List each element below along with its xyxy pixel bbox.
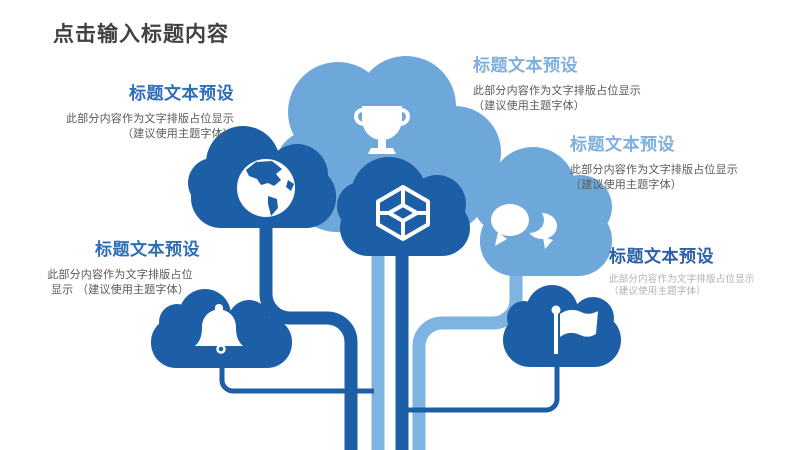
cube-cloud[interactable] [337, 157, 470, 256]
label-bottom-right-title[interactable]: 标题文本预设 [609, 247, 714, 267]
label-bottom-right[interactable]: 标题文本预设 此部分内容作为文字排版占位显示 （建议使用主题字体） [609, 247, 755, 299]
label-top-right-line2: （建议使用主题字体） [473, 98, 585, 112]
label-top-left-line2: （建议使用主题字体） [122, 126, 234, 140]
label-right-middle-line2: （建议使用主题字体） [570, 177, 682, 191]
bell-icon [195, 304, 243, 354]
trophy-icon [354, 106, 410, 154]
label-top-left-line1: 此部分内容作为文字排版占位显示 [66, 111, 234, 125]
bell-cloud-branch [219, 348, 374, 394]
label-top-left-title[interactable]: 标题文本预设 [129, 84, 234, 104]
flag-icon [551, 305, 598, 354]
globe-cloud[interactable] [188, 126, 336, 228]
label-bottom-right-line2: （建议使用主题字体） [609, 286, 707, 298]
cube-icon [376, 185, 430, 241]
label-right-middle-line1: 此部分内容作为文字排版占位显示 [570, 162, 738, 176]
chat-cloud[interactable] [474, 147, 612, 276]
chat-cloud-stem [412, 250, 523, 450]
label-bottom-right-line1: 此部分内容作为文字排版占位显示 [609, 273, 755, 285]
label-right-middle[interactable]: 标题文本预设 此部分内容作为文字排版占位显示 （建议使用主题字体） [570, 135, 738, 192]
bell-cloud[interactable] [151, 289, 292, 368]
label-bottom-left-title[interactable]: 标题文本预设 [95, 240, 200, 260]
flag-cloud[interactable] [503, 285, 621, 367]
label-top-right[interactable]: 标题文本预设 此部分内容作为文字排版占位显示 （建议使用主题字体） [473, 56, 641, 113]
label-right-middle-title[interactable]: 标题文本预设 [570, 135, 675, 155]
label-top-right-title[interactable]: 标题文本预设 [473, 56, 578, 76]
label-top-right-line1: 此部分内容作为文字排版占位显示 [473, 83, 641, 97]
globe-cloud-stem [259, 200, 358, 450]
globe-icon [237, 159, 295, 217]
label-bottom-left-line1: 此部分内容作为文字排版占位 [47, 267, 193, 281]
label-bottom-left[interactable]: 标题文本预设 此部分内容作为文字排版占位 显示 （建议使用主题字体） [40, 240, 200, 297]
slide-title[interactable]: 点击输入标题内容 [53, 22, 229, 46]
chat-bubbles-icon [491, 204, 557, 249]
flag-cloud-branch [402, 348, 560, 413]
label-bottom-left-line2: 显示 （建议使用主题字体） [50, 282, 190, 296]
label-top-left[interactable]: 标题文本预设 此部分内容作为文字排版占位显示 （建议使用主题字体） [58, 84, 234, 141]
